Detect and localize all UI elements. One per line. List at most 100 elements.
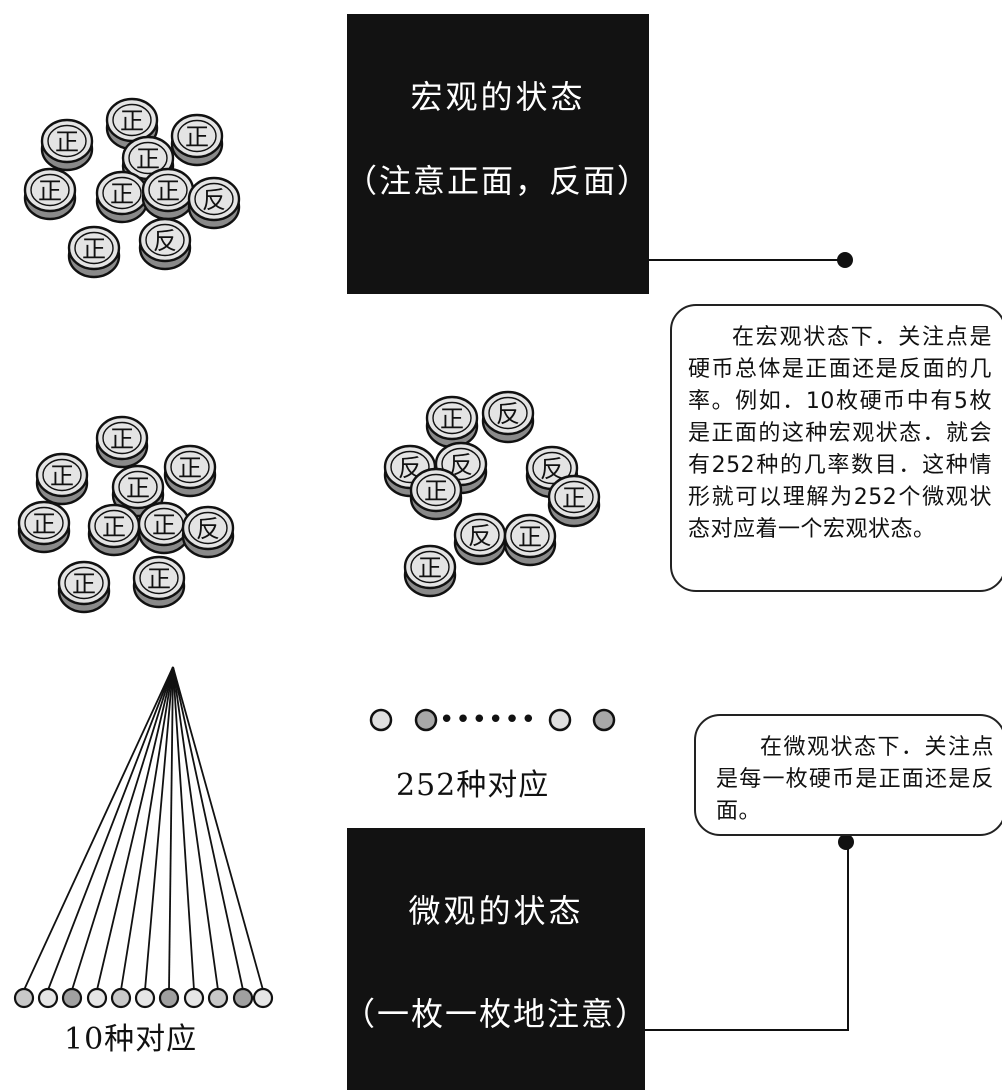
coin-group-micro-example-a: 正正正正正正正反正正 bbox=[17, 415, 235, 614]
macro-coin-label-10: 反 bbox=[153, 227, 177, 255]
macro-coin-3: 正 bbox=[170, 113, 224, 167]
small-coin-1 bbox=[13, 987, 35, 1009]
small-coin-9 bbox=[207, 987, 229, 1009]
micro-connector-dot bbox=[838, 834, 854, 850]
micro-a-coin-5: 正 bbox=[17, 500, 71, 554]
small-coin-5 bbox=[110, 987, 132, 1009]
micro-b-coin-9: 正 bbox=[503, 513, 557, 567]
macro-coin-2: 正 bbox=[40, 118, 94, 172]
small-coin-11 bbox=[252, 987, 274, 1009]
micro-b-coin-8: 反 bbox=[453, 512, 507, 566]
fan-line-6 bbox=[144, 666, 174, 991]
micro-a-coin-label-5: 正 bbox=[32, 510, 56, 538]
macro-coin-label-6: 正 bbox=[110, 180, 134, 208]
fan-line-10 bbox=[172, 666, 244, 991]
state-dot-2 bbox=[414, 708, 438, 732]
small-coin-7 bbox=[158, 987, 180, 1009]
macro-coin-label-8: 反 bbox=[202, 186, 226, 214]
macro-coin-label-3: 正 bbox=[185, 123, 209, 151]
states-dots-separator: •••••• bbox=[439, 705, 537, 735]
micro-a-coin-3: 正 bbox=[163, 444, 217, 498]
micro-b-coin-label-10: 正 bbox=[418, 554, 442, 582]
coin-group-micro-example-b: 正反反反正反正反正正 bbox=[383, 390, 601, 598]
macro-state-panel: 宏观的状态 （注意正面，反面） bbox=[345, 14, 649, 294]
states-dots-row: •••••• bbox=[369, 705, 616, 735]
fan-line-7 bbox=[168, 666, 174, 991]
macro-coin-label-9: 正 bbox=[82, 235, 106, 263]
micro-state-panel: 微观的状态 （一枚一枚地注意） bbox=[343, 828, 647, 1090]
micro-connector bbox=[625, 834, 854, 1031]
macro-coin-label-1: 正 bbox=[120, 107, 144, 135]
micro-b-coin-label-8: 反 bbox=[468, 522, 492, 550]
micro-a-coin-label-9: 正 bbox=[72, 570, 96, 598]
fan-line-2 bbox=[47, 666, 174, 991]
micro-a-coin-1: 正 bbox=[95, 415, 149, 469]
small-coin-8 bbox=[183, 987, 205, 1009]
macro-coin-10: 反 bbox=[138, 217, 192, 271]
micro-a-coin-8: 反 bbox=[181, 505, 235, 559]
macro-explanation-callout: 在宏观状态下．关注点是硬币总体是正面还是反面的几率。例如．10枚硬币中有5枚是正… bbox=[670, 304, 1002, 592]
micro-state-title: 微观的状态 bbox=[408, 892, 584, 930]
micro-a-coin-label-10: 正 bbox=[147, 565, 171, 593]
micro-b-coin-1: 正 bbox=[425, 395, 479, 449]
fan-line-9 bbox=[172, 666, 219, 991]
macro-coin-1: 正 bbox=[105, 97, 159, 151]
micro-a-coin-10: 正 bbox=[132, 555, 186, 609]
coin-group-macro-example: 正正正正正正正反正反 bbox=[23, 97, 241, 279]
micro-b-coin-label-7: 正 bbox=[562, 484, 586, 512]
small-coin-row bbox=[13, 987, 274, 1009]
fan-lines bbox=[23, 666, 264, 991]
micro-a-coin-2: 正 bbox=[35, 452, 89, 506]
micro-a-coin-label-2: 正 bbox=[50, 462, 74, 490]
micro-b-coin-label-2: 反 bbox=[496, 400, 520, 428]
micro-a-coin-label-3: 正 bbox=[178, 454, 202, 482]
state-dot-3 bbox=[548, 708, 572, 732]
macro-connector-dot bbox=[837, 252, 853, 268]
micro-explanation-callout: 在微观状态下．关注点是每一枚硬币是正面还是反面。 bbox=[694, 714, 1002, 836]
small-coin-3 bbox=[61, 987, 83, 1009]
micro-a-coin-label-4: 正 bbox=[126, 474, 150, 502]
micro-a-coin-6: 正 bbox=[87, 503, 141, 557]
macro-connector bbox=[615, 252, 853, 268]
macro-coin-label-5: 正 bbox=[38, 177, 62, 205]
micro-a-coin-label-7: 正 bbox=[152, 511, 176, 539]
caption-10-correspondences: 10种对应 bbox=[64, 1022, 198, 1057]
micro-a-coin-7: 正 bbox=[137, 501, 191, 555]
small-coin-10 bbox=[232, 987, 254, 1009]
small-coin-4 bbox=[86, 987, 108, 1009]
state-dot-1 bbox=[369, 708, 393, 732]
fan-line-1 bbox=[23, 666, 174, 991]
macro-coin-8: 反 bbox=[187, 176, 241, 230]
micro-a-coin-label-6: 正 bbox=[102, 513, 126, 541]
fan-line-4 bbox=[96, 666, 174, 991]
small-coin-2 bbox=[37, 987, 59, 1009]
macro-coin-label-4: 正 bbox=[136, 145, 160, 173]
micro-b-coin-label-5: 正 bbox=[424, 477, 448, 505]
macro-coin-7: 正 bbox=[141, 167, 195, 221]
macro-coin-label-7: 正 bbox=[156, 177, 180, 205]
small-coin-6 bbox=[134, 987, 156, 1009]
micro-b-coin-label-1: 正 bbox=[440, 405, 464, 433]
micro-a-coin-label-8: 反 bbox=[196, 515, 220, 543]
macro-state-title: 宏观的状态 bbox=[410, 78, 586, 116]
micro-b-coin-2: 反 bbox=[481, 390, 535, 444]
fan-line-11 bbox=[172, 666, 264, 991]
fan-line-3 bbox=[71, 666, 174, 991]
macro-coin-6: 正 bbox=[95, 170, 149, 224]
fan-line-5 bbox=[120, 666, 174, 991]
macro-coin-5: 正 bbox=[23, 167, 77, 221]
micro-b-coin-5: 正 bbox=[409, 467, 463, 521]
caption-252-correspondences: 252种对应 bbox=[396, 768, 550, 803]
fan-line-8 bbox=[172, 666, 195, 991]
micro-a-coin-label-1: 正 bbox=[110, 425, 134, 453]
micro-state-subtitle: （一枚一枚地注意） bbox=[342, 995, 649, 1033]
micro-b-coin-label-9: 正 bbox=[518, 523, 542, 551]
macro-coin-9: 正 bbox=[67, 225, 121, 279]
micro-a-coin-9: 正 bbox=[57, 560, 111, 614]
micro-a-coin-4: 正 bbox=[111, 464, 165, 518]
macro-state-subtitle: （注意正面，反面） bbox=[344, 162, 651, 200]
micro-b-coin-7: 正 bbox=[547, 474, 601, 528]
macro-coin-4: 正 bbox=[121, 135, 175, 189]
state-dot-4 bbox=[592, 708, 616, 732]
